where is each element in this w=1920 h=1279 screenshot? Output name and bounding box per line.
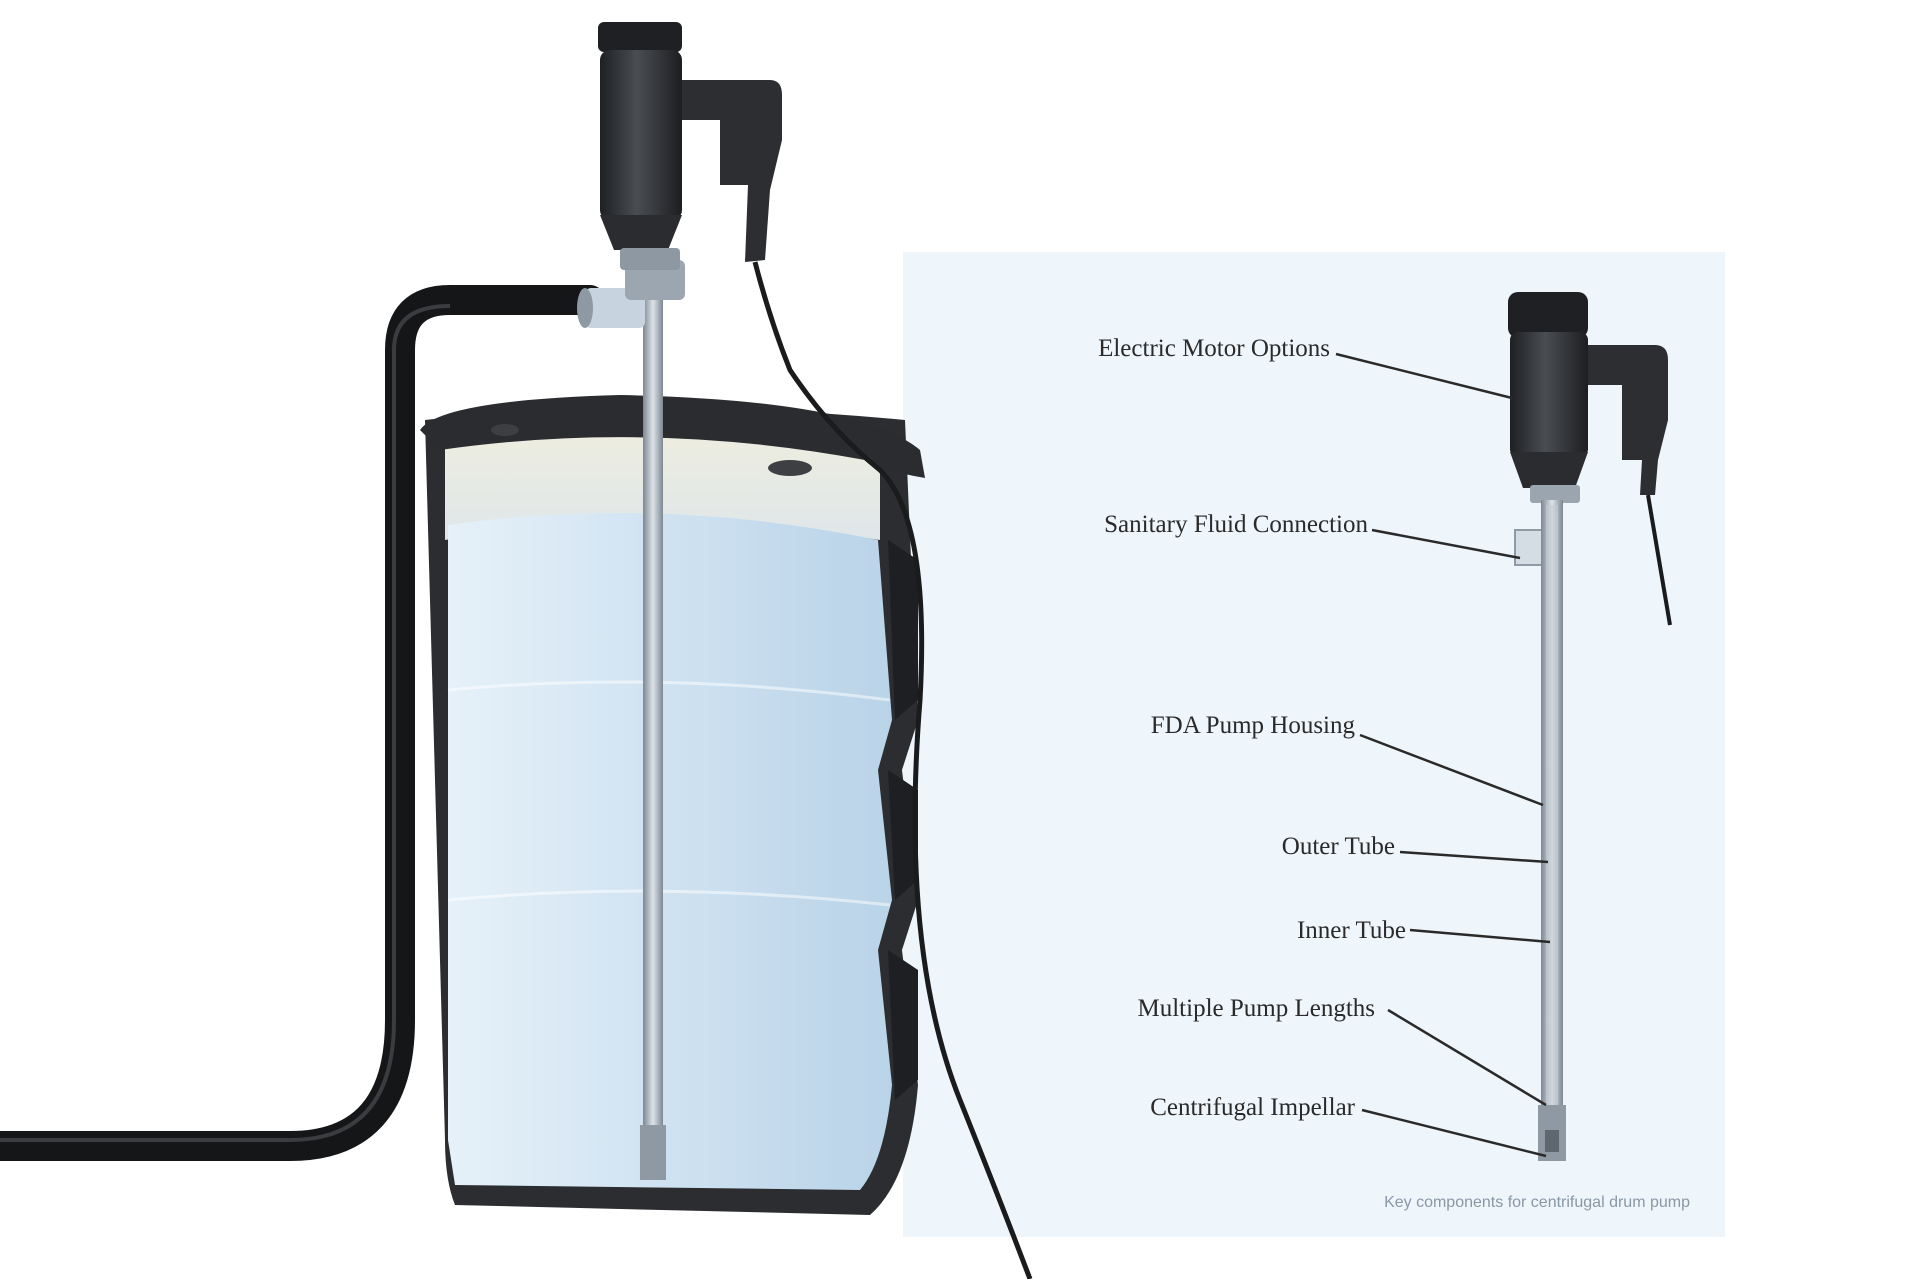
leader-multiple-pump-lengths	[1387, 1008, 1547, 1107]
label-centrifugal-impellar: Centrifugal Impellar	[1150, 1094, 1355, 1121]
standalone-pump	[1508, 292, 1672, 1161]
caption: Key components for centrifugal drum pump	[1384, 1194, 1690, 1211]
label-electric-motor-options: Electric Motor Options	[1098, 335, 1330, 362]
drum-lid	[420, 395, 925, 478]
callout-leaders	[1335, 352, 1551, 1158]
leader-outer-tube	[1399, 850, 1549, 864]
drum-pump-tube	[643, 300, 663, 1175]
drum-pump-motor	[598, 22, 782, 270]
leader-inner-tube	[1409, 928, 1551, 944]
leader-electric-motor-options	[1335, 352, 1513, 400]
info-panel	[903, 252, 1725, 1237]
label-multiple-pump-lengths: Multiple Pump Lengths	[1138, 995, 1376, 1022]
label-sanitary-fluid-connection: Sanitary Fluid Connection	[1104, 511, 1368, 538]
leader-fda-pump-housing	[1359, 733, 1544, 807]
leader-sanitary-fluid-connection	[1371, 528, 1521, 560]
drum-fluid	[448, 513, 892, 1190]
discharge-hose	[0, 285, 605, 1161]
label-inner-tube: Inner Tube	[1297, 917, 1406, 944]
drum-illustration	[0, 22, 1033, 1279]
drum-power-cord	[752, 261, 1033, 1279]
label-outer-tube: Outer Tube	[1282, 833, 1395, 860]
leader-centrifugal-impellar	[1361, 1108, 1547, 1158]
label-fda-pump-housing: FDA Pump Housing	[1151, 712, 1356, 739]
